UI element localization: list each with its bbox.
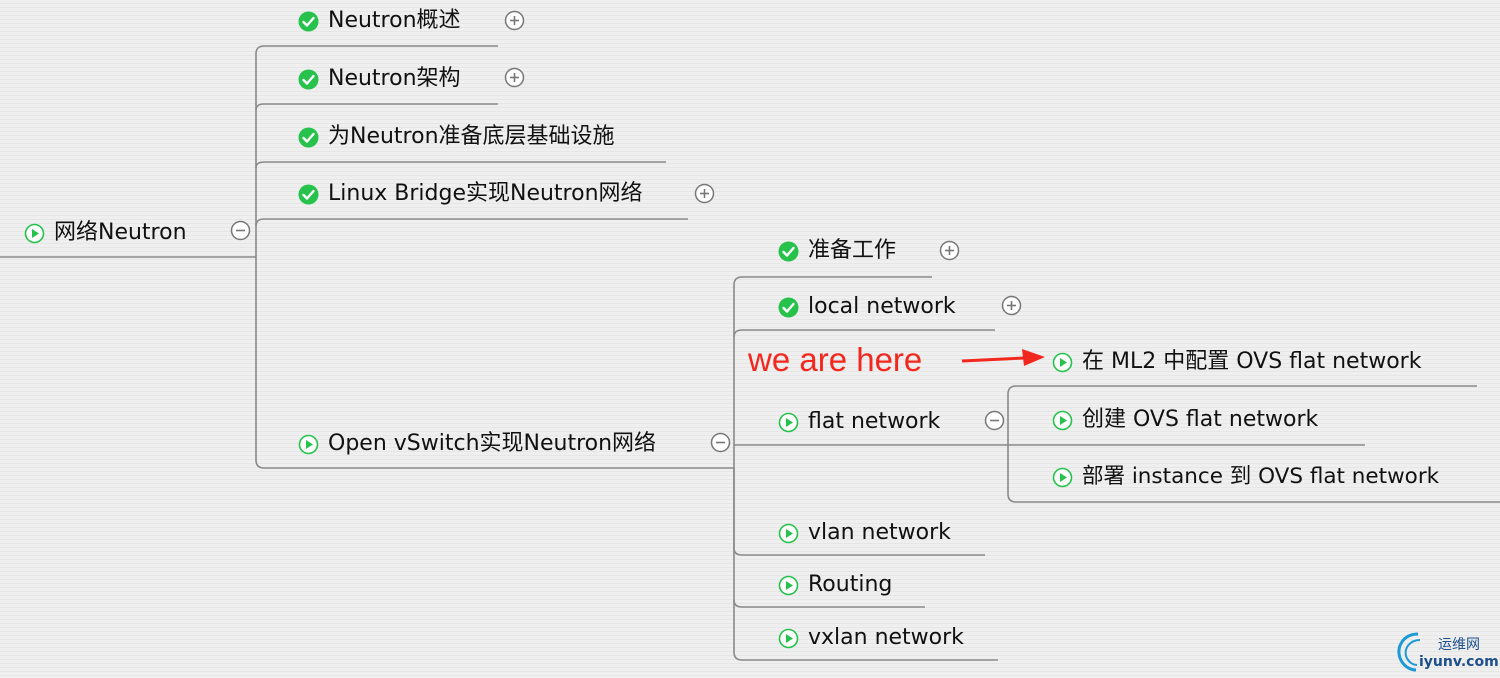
swirl-logo-icon xyxy=(1397,632,1421,672)
ovs-child-label: 准备工作 xyxy=(808,238,897,263)
branch-label: Neutron概述 xyxy=(328,8,461,33)
branch-neutron-overview[interactable]: Neutron概述 xyxy=(298,6,461,36)
branch-label: Neutron架构 xyxy=(328,66,461,91)
flat-child-label: 创建 OVS flat network xyxy=(1082,407,1319,432)
branch-label: Open vSwitch实现Neutron网络 xyxy=(328,431,657,456)
branch-infrastructure[interactable]: 为Neutron准备底层基础设施 xyxy=(298,122,615,152)
branch-linux-bridge[interactable]: Linux Bridge实现Neutron网络 xyxy=(298,179,643,209)
play-circle-icon xyxy=(778,628,799,649)
flat-child-create[interactable]: 创建 OVS flat network xyxy=(1052,405,1318,435)
play-circle-icon xyxy=(1052,352,1073,373)
collapse-icon[interactable] xyxy=(230,220,251,241)
flat-child-deploy-instance[interactable]: 部署 instance 到 OVS flat network xyxy=(1052,462,1439,492)
ovs-child-local-network[interactable]: local network xyxy=(778,292,956,322)
play-circle-icon xyxy=(778,412,799,433)
play-circle-icon xyxy=(778,523,799,544)
expand-icon[interactable] xyxy=(504,67,525,88)
expand-icon[interactable] xyxy=(504,10,525,31)
play-circle-icon xyxy=(778,575,799,596)
expand-icon[interactable] xyxy=(1001,295,1022,316)
branch-open-vswitch[interactable]: Open vSwitch实现Neutron网络 xyxy=(298,429,656,459)
expand-icon[interactable] xyxy=(694,183,715,204)
ovs-child-label: vxlan network xyxy=(808,625,964,650)
play-circle-icon xyxy=(24,223,45,244)
branch-neutron-architecture[interactable]: Neutron架构 xyxy=(298,64,461,94)
ovs-child-vxlan-network[interactable]: vxlan network xyxy=(778,623,964,653)
root-label: 网络Neutron xyxy=(54,220,187,245)
annotation-we-are-here: we are here xyxy=(748,341,923,378)
check-circle-icon xyxy=(298,69,319,90)
branch-label: 为Neutron准备底层基础设施 xyxy=(328,124,615,149)
play-circle-icon xyxy=(298,434,319,455)
watermark-en: iyunv.com xyxy=(1419,654,1499,670)
check-circle-icon xyxy=(298,127,319,148)
ovs-child-routing[interactable]: Routing xyxy=(778,570,892,600)
check-circle-icon xyxy=(778,297,799,318)
ovs-child-flat-network[interactable]: flat network xyxy=(778,407,940,437)
ovs-child-preparation[interactable]: 准备工作 xyxy=(778,236,896,266)
branch-label: Linux Bridge实现Neutron网络 xyxy=(328,181,643,206)
play-circle-icon xyxy=(1052,467,1073,488)
check-circle-icon xyxy=(298,184,319,205)
check-circle-icon xyxy=(778,241,799,262)
play-circle-icon xyxy=(1052,410,1073,431)
ovs-child-label: local network xyxy=(808,294,956,319)
ovs-child-vlan-network[interactable]: vlan network xyxy=(778,518,951,548)
check-circle-icon xyxy=(298,11,319,32)
collapse-icon[interactable] xyxy=(710,432,731,453)
flat-child-ml2-config[interactable]: 在 ML2 中配置 OVS flat network xyxy=(1052,347,1421,377)
ovs-child-label: vlan network xyxy=(808,520,951,545)
watermark-cn: 运维网 xyxy=(1438,637,1480,653)
collapse-icon[interactable] xyxy=(984,410,1005,431)
expand-icon[interactable] xyxy=(939,240,960,261)
flat-child-label: 在 ML2 中配置 OVS flat network xyxy=(1082,349,1422,374)
root-node[interactable]: 网络Neutron xyxy=(24,218,187,248)
flat-child-label: 部署 instance 到 OVS flat network xyxy=(1082,464,1440,489)
watermark-logo: 运维网 iyunv.com xyxy=(1394,628,1499,674)
ovs-child-label: flat network xyxy=(808,409,941,434)
arrow-right-icon xyxy=(961,349,1045,366)
ovs-child-label: Routing xyxy=(808,572,893,597)
